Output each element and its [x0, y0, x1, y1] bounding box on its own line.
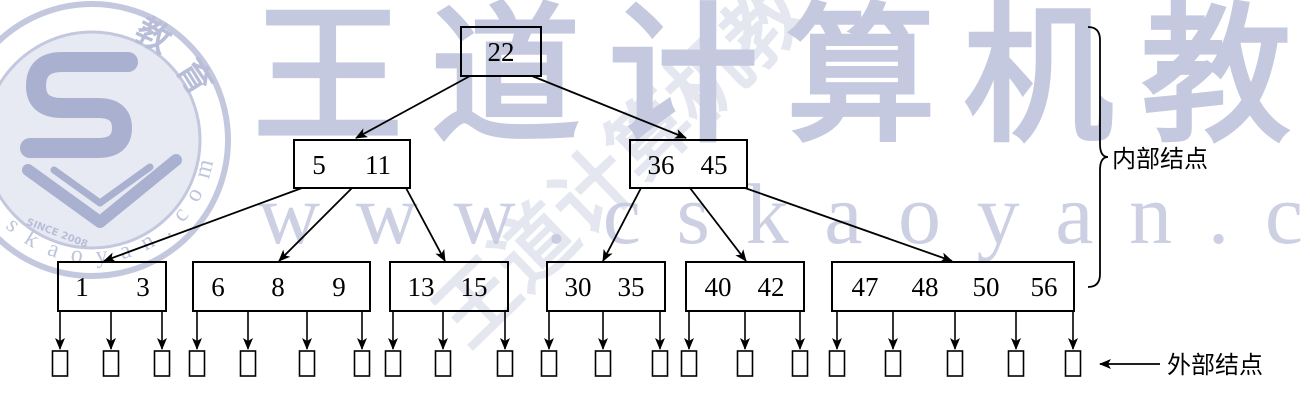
root-node-box — [460, 26, 542, 77]
internal-nodes-annotation: 内部结点 — [1087, 26, 1208, 288]
edge-right-internal-child-3 — [744, 187, 953, 263]
edge-root-to-left-internal — [355, 75, 471, 139]
external-node — [298, 350, 316, 377]
external-node — [736, 350, 754, 377]
root-key-22: 22 — [488, 37, 515, 67]
lower-node-box — [389, 261, 509, 312]
edge-right-internal-child-2 — [689, 187, 747, 262]
external-node — [651, 350, 669, 377]
logo-chevron-inner-icon — [50, 163, 154, 207]
node-key: 3 — [136, 272, 150, 302]
external-node — [828, 350, 846, 377]
external-node — [51, 350, 69, 377]
external-node — [153, 350, 171, 377]
external-node — [1007, 350, 1025, 377]
edge-right-internal-child-1 — [602, 187, 642, 262]
external-node-group-5 — [680, 311, 809, 377]
lower-node-box — [831, 261, 1075, 312]
logo-outer-ring — [0, 1, 231, 279]
external-node — [884, 350, 902, 377]
tree-edges — [103, 75, 953, 263]
node-key: 40 — [705, 272, 732, 302]
lower-node-6-8-9: 6 8 9 — [192, 261, 371, 312]
external-node — [384, 350, 402, 377]
edge-left-internal-child-3 — [405, 187, 446, 262]
external-node — [102, 350, 120, 377]
external-node — [791, 350, 809, 377]
node-key: 50 — [973, 272, 1000, 302]
external-node — [946, 350, 964, 377]
node-key: 47 — [852, 272, 879, 302]
lower-node-box — [546, 261, 666, 312]
lower-node-30-35: 30 35 — [546, 261, 666, 312]
node-key: 11 — [365, 150, 391, 180]
external-nodes — [51, 311, 1082, 377]
external-node — [1064, 350, 1082, 377]
internal-node-box — [629, 139, 748, 189]
external-node — [353, 350, 371, 377]
external-node — [434, 350, 452, 377]
node-key: 9 — [332, 272, 346, 302]
external-node-group-4 — [540, 311, 669, 377]
external-nodes-label: 外部结点 — [1167, 351, 1263, 379]
node-key: 45 — [701, 150, 728, 180]
node-key: 1 — [75, 272, 89, 302]
node-key: 5 — [312, 150, 326, 180]
external-node — [680, 350, 698, 377]
node-key: 48 — [912, 272, 939, 302]
edge-left-internal-child-2 — [278, 187, 353, 262]
external-node — [188, 350, 206, 377]
internal-nodes-label: 内部结点 — [1112, 145, 1208, 173]
external-nodes-annotation: 外部结点 — [1099, 351, 1263, 379]
edge-left-internal-child-1 — [103, 187, 303, 262]
lower-node-47-48-50-56: 47 48 50 56 — [831, 261, 1075, 312]
external-node — [540, 350, 558, 377]
node-key: 6 — [211, 272, 225, 302]
internal-node-box — [293, 139, 411, 189]
root-node: 22 — [460, 26, 542, 77]
lower-node-13-15: 13 15 — [389, 261, 509, 312]
watermark-logo: 教 育 SINCE 2008 skaoyan.com — [0, 1, 231, 279]
internal-nodes-brace — [1087, 26, 1109, 288]
node-key: 30 — [565, 272, 592, 302]
node-key: 15 — [461, 272, 488, 302]
node-key: 42 — [758, 272, 785, 302]
external-node-group-6 — [828, 311, 1082, 377]
logo-chevron-outer-icon — [22, 154, 182, 228]
node-key: 8 — [271, 272, 285, 302]
watermark: 教 育 SINCE 2008 skaoyan.com 王道计算机教 www.cs… — [0, 0, 1303, 364]
external-node-group-3 — [384, 311, 514, 377]
node-key: 35 — [618, 272, 645, 302]
edge-root-to-right-internal — [531, 75, 687, 139]
lower-node-1-3: 1 3 — [57, 261, 167, 312]
external-node — [496, 350, 514, 377]
node-key: 36 — [648, 150, 675, 180]
external-node — [239, 350, 257, 377]
external-node-group-2 — [188, 311, 371, 377]
external-node — [594, 350, 612, 377]
external-node-group-1 — [51, 311, 171, 377]
internal-node-5-11: 5 11 — [293, 139, 411, 189]
node-key: 13 — [408, 272, 435, 302]
node-key: 56 — [1031, 272, 1058, 302]
logo-s-emblem-icon — [20, 52, 138, 158]
internal-node-36-45: 36 45 — [629, 139, 748, 189]
lower-node-40-42: 40 42 — [685, 261, 805, 312]
watermark-url-text: www.cskaoyan.c — [258, 166, 1303, 262]
lower-node-box — [57, 261, 167, 312]
lower-node-box — [192, 261, 371, 312]
